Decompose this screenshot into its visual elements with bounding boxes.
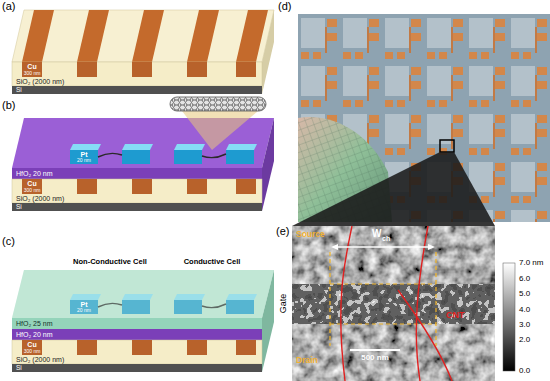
layer-label: SiO₂ (2000 nm) [16,78,64,85]
layer-label: SiO₂ (2000 nm) [16,195,64,202]
panel-label: (b) [2,100,15,111]
layer-label: Cu [27,63,36,70]
device-stack-b [12,97,274,211]
nanotube-inset [170,97,266,111]
colorbar-tick: 6.0 [519,275,530,283]
colorbar-tick: 0.0 [519,367,530,375]
layer-label: Si [16,365,22,372]
layer-label: Pt [81,151,88,158]
layer-label: Si [16,87,22,94]
width-subscript: ch [382,235,390,242]
panel-label: (e) [276,226,289,237]
substrate-stack-a [12,10,274,94]
thickness-label: 300 nm [24,71,41,76]
color-bar [503,263,515,371]
device-stack-c [12,270,274,372]
pt-pad [70,144,257,164]
width-label: W [372,229,381,239]
cnt-trace [341,226,452,381]
electrode-label: Drain [296,356,318,365]
layer-label: Si [16,204,22,211]
zoom-projection [292,152,495,226]
layer-label: HfO₂ 20 nm [16,331,53,338]
electrode-label: Gate [279,293,288,313]
cell-label: Conductive Cell [184,258,241,266]
thickness-label: 20 nm [77,308,91,313]
colorbar-tick: 2.0 [519,336,530,344]
colorbar-tick: 7.0 nm [519,259,543,267]
layer-label: Pt [81,301,88,308]
thickness-label: 300 nm [24,188,41,193]
cell-label: Non-Conductive Cell [73,258,147,266]
zoom-callout [182,111,258,150]
layer-label: HfO₂ 20 nm [16,170,53,177]
scale-label: 500 nm [361,354,389,362]
panel-label: (a) [2,1,15,12]
scale-bar [350,349,400,351]
layer-label: Cu [27,341,36,348]
colorbar-tick: 5.0 [519,290,530,298]
width-arrow [331,244,435,250]
layer-label: Cu [27,180,36,187]
afm-image [292,226,495,381]
thickness-label: 300 nm [24,349,41,354]
layer-label: SiO₂ (2000 nm) [16,356,64,363]
panel-label: (c) [2,236,15,247]
layer-label: HfO₂ 25 nm [16,320,53,327]
cnt-label: CNT [446,311,465,320]
electrode-label: Source [296,230,325,239]
colorbar-tick: 4.0 [519,306,530,314]
colorbar-tick: 3.0 [519,321,530,329]
thickness-label: 20 nm [77,158,91,163]
panel-label: (d) [278,1,291,12]
